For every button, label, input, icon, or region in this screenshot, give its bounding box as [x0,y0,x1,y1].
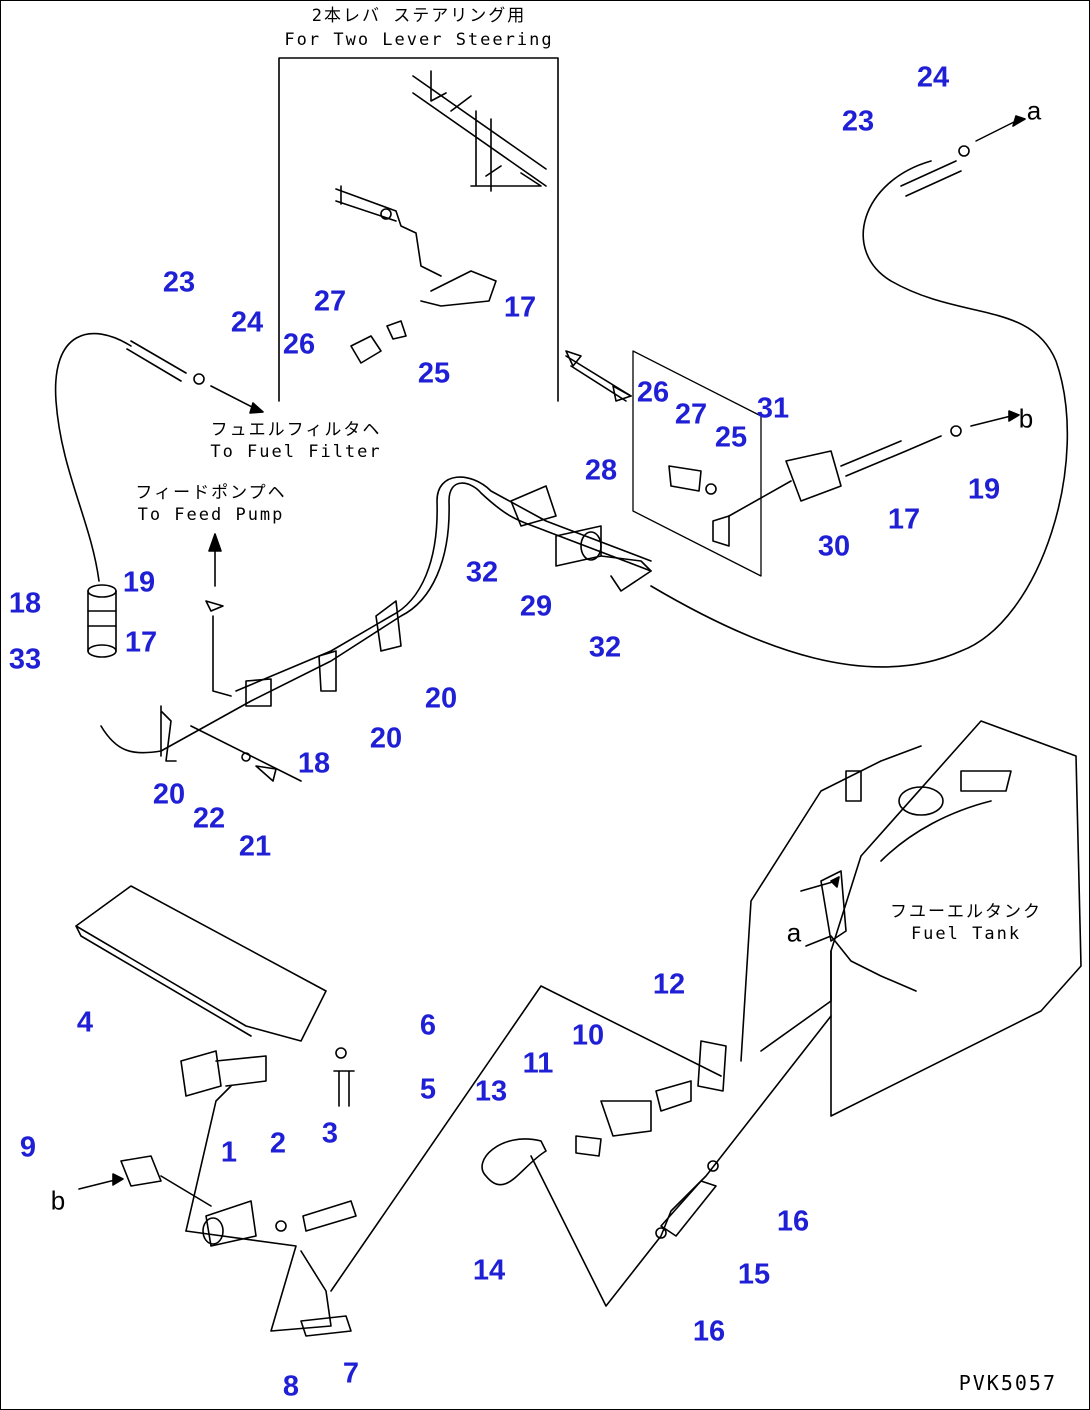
callout-29: 29 [519,590,553,623]
callout-32: 32 [465,556,499,589]
cover-plate [75,885,327,1042]
callout-5: 5 [419,1073,437,1106]
callout-4: 4 [76,1006,94,1039]
callout-7: 7 [342,1357,360,1390]
callout-16: 16 [776,1205,810,1238]
callout-19: 19 [122,566,156,599]
callout-25: 25 [714,421,748,454]
note-fuel-tank-jp: フユーエルタンク [890,902,1042,922]
callout-24: 24 [230,306,264,339]
inset-frame [278,57,559,402]
callout-11: 11 [522,1047,554,1080]
note-to-feed-pump-en: To Feed Pump [137,505,285,525]
callout-12: 12 [652,968,686,1001]
main-pipe [100,482,652,754]
callout-22: 22 [192,802,226,835]
callout-8: 8 [282,1370,300,1403]
callout-17: 17 [124,626,158,659]
callout-32: 32 [588,631,622,664]
pipe-23-right [650,160,1069,668]
inset-bracket-drawing [335,70,547,364]
callout-23: 23 [841,105,875,138]
fuel-tank-outline [830,720,1082,1117]
ref-b-right: b [1018,403,1034,434]
callout-23: 23 [162,266,196,299]
callout-2: 2 [269,1127,287,1160]
fuel-filter-drawing [87,584,117,658]
callout-14: 14 [472,1254,506,1287]
callout-20: 20 [152,778,186,811]
drawing-code: PVK5057 [958,1371,1057,1395]
callout-16: 16 [692,1315,726,1348]
callout-30: 30 [817,530,851,563]
callout-15: 15 [737,1258,771,1291]
callout-33: 33 [8,643,42,676]
callout-17: 17 [503,291,537,324]
callout-21: 21 [238,830,272,863]
note-two-lever-steering-jp: 2本レバ ステアリング用 [311,6,527,26]
callout-26: 26 [282,328,316,361]
callout-24: 24 [916,61,950,94]
callout-19: 19 [967,473,1001,506]
note-two-lever-steering-en: For Two Lever Steering [284,30,554,50]
callout-18: 18 [8,587,42,620]
callout-27: 27 [313,285,347,318]
callout-20: 20 [369,722,403,755]
callout-20: 20 [424,682,458,715]
note-to-fuel-filter-jp: フュエルフィルタヘ [210,420,382,440]
callout-6: 6 [419,1009,437,1042]
callout-1: 1 [220,1136,238,1169]
pipe-23-left [54,332,132,582]
callout-18: 18 [297,747,331,780]
ref-b-left: b [50,1185,66,1216]
callout-31: 31 [756,392,790,425]
callout-10: 10 [571,1019,605,1052]
callout-17: 17 [887,503,921,536]
ref-a-tank: a [786,917,802,948]
right-bracket [632,350,762,577]
callout-3: 3 [321,1117,339,1150]
note-fuel-tank-en: Fuel Tank [910,924,1022,944]
callout-9: 9 [19,1131,37,1164]
callout-26: 26 [636,376,670,409]
callout-25: 25 [417,357,451,390]
note-to-feed-pump-jp: フィードポンプヘ [135,483,287,503]
ref-a-top: a [1026,95,1042,126]
callout-28: 28 [584,454,618,487]
note-to-fuel-filter-en: To Fuel Filter [210,442,382,462]
callout-13: 13 [474,1075,508,1108]
callout-27: 27 [674,398,708,431]
